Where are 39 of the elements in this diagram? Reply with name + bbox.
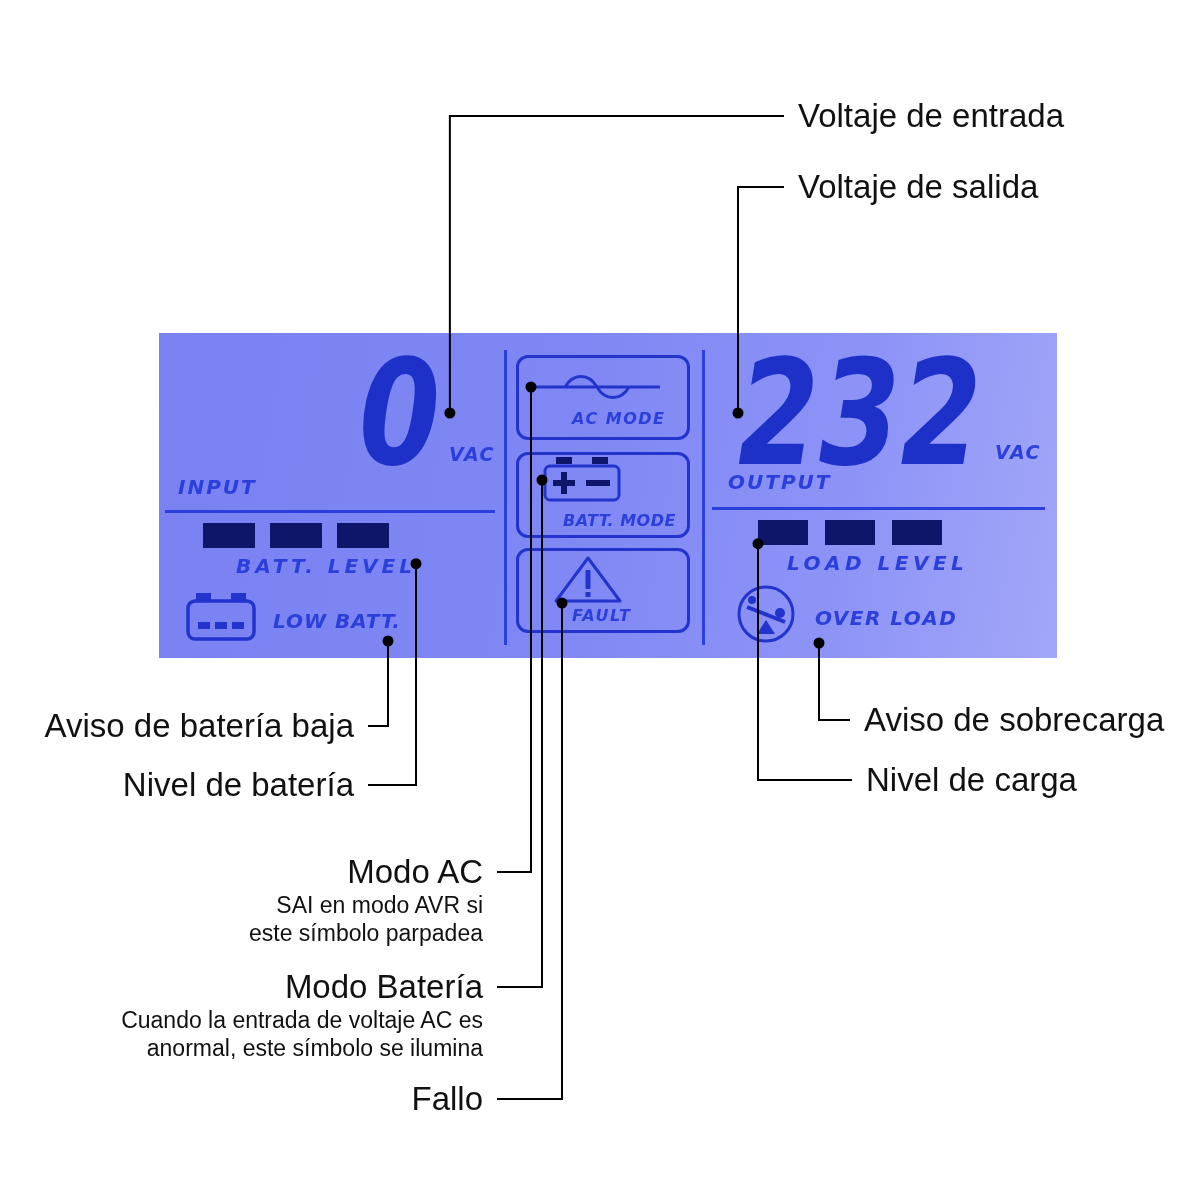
- leader-line: [496, 381, 537, 873]
- lcd-panel: [159, 333, 1057, 658]
- indicator-label: LOAD LEVEL: [787, 552, 969, 575]
- indicator-label: FAULT: [572, 607, 632, 626]
- callout-label: Modo AC: [347, 853, 483, 891]
- callout-label: Aviso de batería baja: [44, 707, 354, 745]
- indicator-frame: [516, 548, 690, 633]
- section-label: OUTPUT: [728, 471, 832, 494]
- leader-line: [367, 635, 394, 727]
- digit-readout: 232: [738, 357, 983, 469]
- callout-label: Fallo: [411, 1080, 483, 1118]
- leader-line: [496, 474, 548, 988]
- unit-label: VAC: [449, 444, 495, 466]
- leader-line: [752, 538, 853, 781]
- callout-label: Aviso de sobrecarga: [864, 701, 1165, 739]
- indicator-label: BATT. MODE: [563, 512, 676, 531]
- section-label: INPUT: [178, 476, 257, 499]
- indicator-label: BATT. LEVEL: [236, 555, 416, 578]
- indicator-label: LOW BATT.: [273, 609, 401, 633]
- callout-label: Voltaje de entrada: [798, 97, 1065, 135]
- leader-line: [444, 115, 785, 419]
- unit-label: VAC: [995, 442, 1041, 464]
- indicator-frame: [516, 355, 690, 440]
- callout-label: Nivel de carga: [866, 761, 1077, 799]
- leader-line: [732, 186, 785, 419]
- battery-icon: [542, 457, 622, 503]
- indicator-label: AC MODE: [572, 410, 666, 429]
- leader-line: [367, 558, 422, 786]
- indicator-frame: [516, 452, 690, 538]
- callout-label: Voltaje de salida: [798, 168, 1039, 206]
- leader-line: [496, 597, 568, 1100]
- callout-label: Modo Batería: [284, 968, 483, 1006]
- leader-line: [813, 637, 851, 721]
- digit-readout: 0: [359, 357, 442, 469]
- warning-triangle-icon: [553, 555, 623, 603]
- indicator-label: OVER LOAD: [815, 606, 958, 630]
- callout-description: Cuando la entrada de voltaje AC es anormal, este símbolo se ilumina: [120, 1006, 483, 1062]
- callout-description: SAI en modo AVR si este símbolo parpadea: [248, 891, 483, 947]
- callout-label: Nivel de batería: [122, 766, 354, 804]
